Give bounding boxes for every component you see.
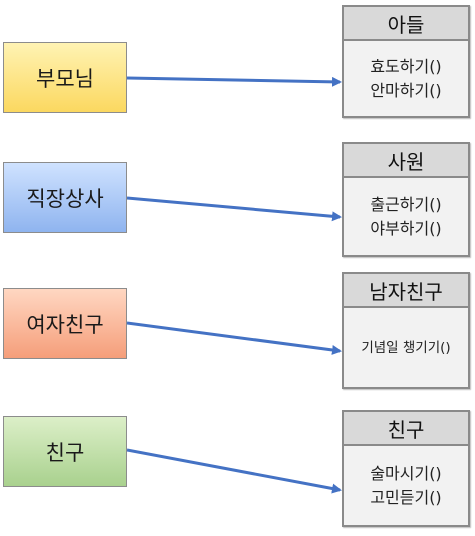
method-item: 기념일 챙기기() — [361, 339, 451, 356]
class-title: 남자친구 — [344, 274, 468, 308]
class-box-friend: 친구 술마시기() 고민듣기() — [342, 410, 470, 527]
arrow-friend-to-friend — [126, 448, 342, 494]
source-label: 여자친구 — [26, 312, 104, 337]
source-box-parents: 부모님 — [3, 42, 127, 113]
method-item: 술마시기() — [370, 463, 442, 483]
class-box-boyfriend: 남자친구 기념일 챙기기() — [342, 272, 470, 389]
class-methods: 효도하기() 안마하기() — [344, 41, 468, 116]
class-methods: 기념일 챙기기() — [344, 308, 468, 387]
method-item: 야부하기() — [370, 218, 442, 238]
source-box-boss: 직장상사 — [3, 162, 127, 233]
class-box-son: 아들 효도하기() 안마하기() — [342, 5, 470, 118]
source-label: 직장상사 — [26, 186, 104, 211]
method-item: 고민듣기() — [370, 487, 442, 507]
source-label: 부모님 — [36, 66, 94, 91]
source-box-friend: 친구 — [3, 416, 127, 487]
class-title: 사원 — [344, 144, 468, 178]
arrow-boss-to-employee — [126, 196, 342, 222]
source-label: 친구 — [45, 440, 85, 465]
arrow-parents-to-son — [126, 76, 342, 87]
method-item: 효도하기() — [370, 56, 442, 76]
source-box-girlfriend: 여자친구 — [3, 288, 127, 359]
method-item: 출근하기() — [370, 194, 442, 214]
class-methods: 출근하기() 야부하기() — [344, 178, 468, 255]
class-box-employee: 사원 출근하기() 야부하기() — [342, 142, 470, 257]
arrow-girlfriend-to-boyfriend — [126, 321, 342, 355]
class-title: 친구 — [344, 412, 468, 446]
method-item: 안마하기() — [370, 80, 442, 100]
class-title: 아들 — [344, 7, 468, 41]
class-methods: 술마시기() 고민듣기() — [344, 446, 468, 525]
